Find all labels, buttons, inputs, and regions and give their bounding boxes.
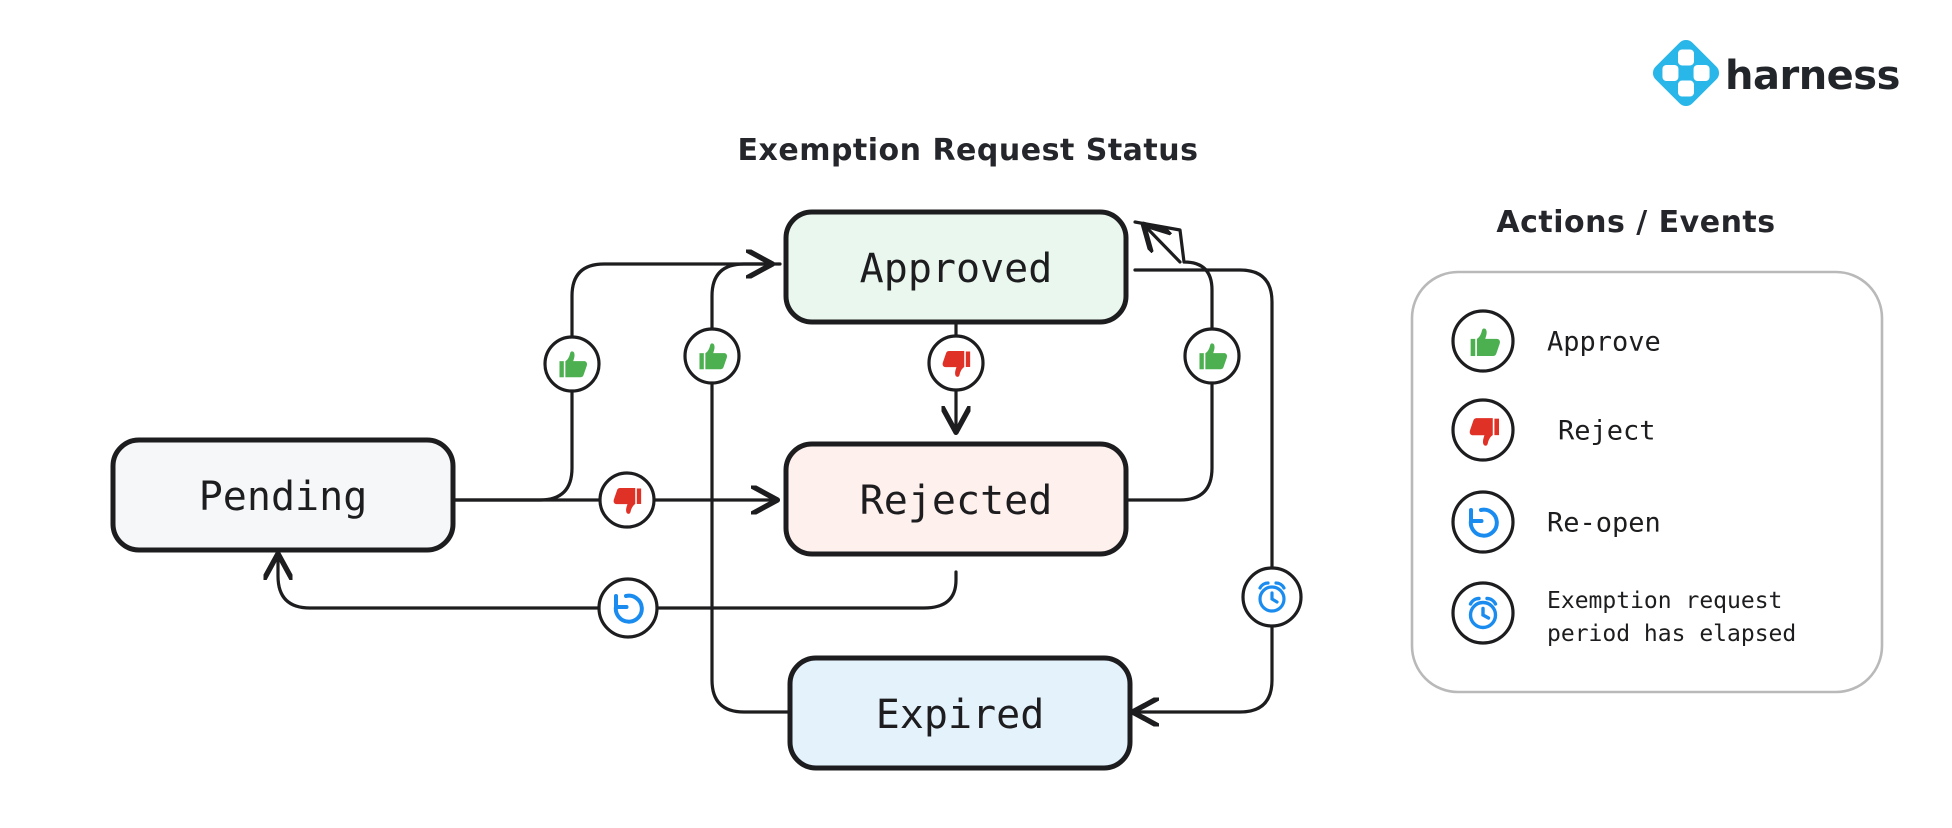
legend-label-reject: Reject [1558, 416, 1656, 447]
brand-logo: harness [1652, 39, 1900, 107]
legend-item-reject[interactable]: Reject [1451, 398, 1656, 462]
thumbs-up-icon [1470, 328, 1500, 357]
legend-item-approve[interactable]: Approve [1451, 309, 1661, 373]
legend-label-elapsed-line2: period has elapsed [1547, 621, 1796, 647]
thumbs-down-icon [942, 350, 971, 377]
edge-rejected-to-approved [1126, 220, 1214, 502]
edge-badge-approve-rejected[interactable] [1183, 327, 1241, 385]
alarm-clock-icon [1468, 596, 1498, 630]
edge-badge-reopen[interactable] [597, 577, 659, 639]
edge-rejected-to-approved-arrowhead [1145, 226, 1182, 264]
state-label-pending: Pending [199, 474, 368, 520]
legend-panel [1410, 270, 1884, 694]
harness-diamond-logo [1652, 39, 1720, 107]
alarm-clock-icon [1258, 581, 1286, 613]
edge-badge-reject-pending[interactable] [598, 471, 656, 529]
legend-item-reopen[interactable]: Re-open [1451, 490, 1661, 554]
page-title: Exemption Request Status [738, 133, 1199, 168]
state-node-rejected[interactable]: Rejected [783, 441, 1129, 557]
edge-badge-reject-approved[interactable] [927, 334, 985, 392]
legend-title: Actions / Events [1496, 205, 1775, 240]
state-node-pending[interactable]: Pending [110, 437, 456, 553]
legend-label-reopen: Re-open [1547, 508, 1661, 539]
legend-label-elapsed-line1: Exemption request [1547, 588, 1782, 614]
edge-approved-to-expired [1135, 268, 1274, 712]
reopen-icon [1468, 507, 1499, 538]
legend-item-elapsed[interactable]: Exemption request period has elapsed [1451, 581, 1796, 647]
thumbs-up-icon [559, 351, 588, 378]
state-node-expired[interactable]: Expired [787, 655, 1133, 771]
reopen-icon [613, 593, 644, 624]
state-label-rejected: Rejected [860, 478, 1053, 524]
thumbs-down-icon [1469, 418, 1500, 446]
thumbs-down-icon [613, 487, 642, 514]
thumbs-up-icon [1199, 343, 1228, 370]
state-node-approved[interactable]: Approved [783, 209, 1129, 325]
legend-label-approve: Approve [1547, 327, 1661, 358]
brand-wordmark: harness [1725, 53, 1900, 99]
edge-badge-approve-expired[interactable] [683, 327, 741, 385]
state-label-approved: Approved [860, 246, 1053, 292]
thumbs-up-icon [699, 343, 728, 370]
edge-badge-approve-pending[interactable] [543, 335, 601, 393]
edge-expired-to-approved [710, 262, 792, 714]
edge-badge-elapsed[interactable] [1241, 566, 1303, 628]
state-label-expired: Expired [876, 692, 1045, 738]
